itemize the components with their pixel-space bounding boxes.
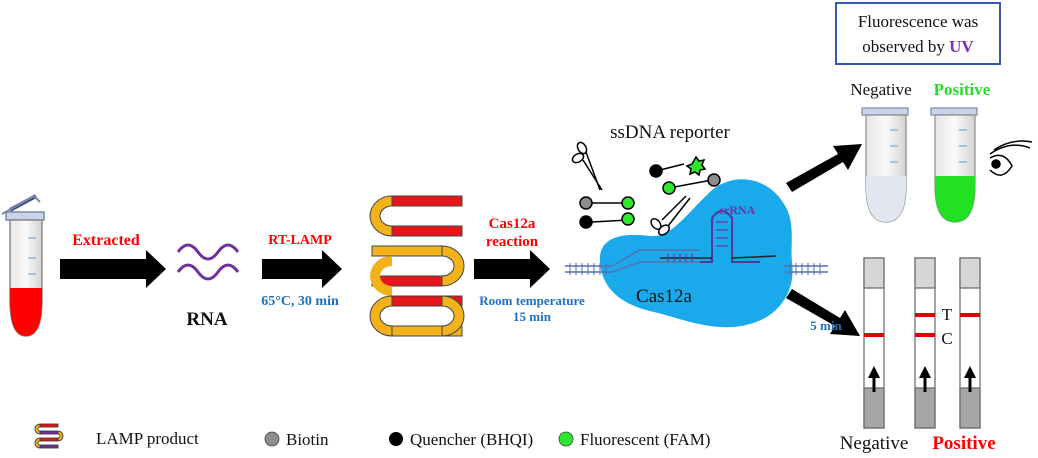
room-temp-line1: Room temperature <box>479 293 585 308</box>
tube-positive-label: Positive <box>934 80 991 99</box>
strip-negative-label: Negative <box>840 433 909 454</box>
crrna-label: crRNA <box>719 203 756 217</box>
lamp-product <box>369 195 465 337</box>
rna-strands <box>176 243 240 281</box>
cas12a-label: Cas12a <box>636 286 693 307</box>
eye-icon <box>989 140 1033 176</box>
strip-negative <box>863 257 885 429</box>
cas-reaction-line1: Cas12a <box>489 216 536 232</box>
legend-fam-dot <box>558 431 574 447</box>
sample-tube <box>1 194 45 337</box>
arrow-to-strip <box>786 289 860 336</box>
strip-positive <box>914 257 936 429</box>
arrow-to-uv <box>786 144 862 192</box>
legend-lamp-icon <box>34 423 64 449</box>
legend-quencher-dot <box>389 432 403 446</box>
room-temp-line2: 15 min <box>513 309 552 324</box>
strip-positive-label: Positive <box>932 433 995 454</box>
cas-reaction-line2: reaction <box>486 234 539 250</box>
uv-box <box>835 2 1001 65</box>
ssdna-reporters <box>579 155 721 229</box>
arrow-rt-lamp <box>262 250 342 288</box>
cas12a-complex <box>565 179 828 328</box>
strip-third <box>959 257 981 429</box>
lamp-condition-label: 65°C, 30 min <box>261 294 339 309</box>
legend-biotin-dot <box>264 431 280 447</box>
c-line-label: C <box>941 329 952 348</box>
legend-lamp-label: LAMP product <box>96 429 199 448</box>
ssdna-reporter-label: ssDNA reporter <box>610 122 730 143</box>
arrow-cas12a <box>474 250 550 288</box>
uv-box-line2: observed by UV <box>862 37 974 56</box>
positive-tube <box>930 107 978 223</box>
legend-biotin-label: Biotin <box>286 430 329 449</box>
uv-box-line1: Fluorescence was <box>858 12 978 31</box>
tube-negative-label: Negative <box>850 80 911 99</box>
arrow-extract <box>60 250 166 288</box>
legend-quencher-label: Quencher (BHQI) <box>410 430 533 449</box>
rt-lamp-label: RT-LAMP <box>268 233 332 248</box>
negative-tube <box>861 107 909 223</box>
five-min-label: 5 min <box>810 318 842 333</box>
t-line-label: T <box>942 305 953 324</box>
legend-fam-label: Fluorescent (FAM) <box>580 430 710 449</box>
rna-label: RNA <box>186 309 227 330</box>
extracted-label: Extracted <box>72 232 140 249</box>
scissors-icon <box>571 141 691 236</box>
